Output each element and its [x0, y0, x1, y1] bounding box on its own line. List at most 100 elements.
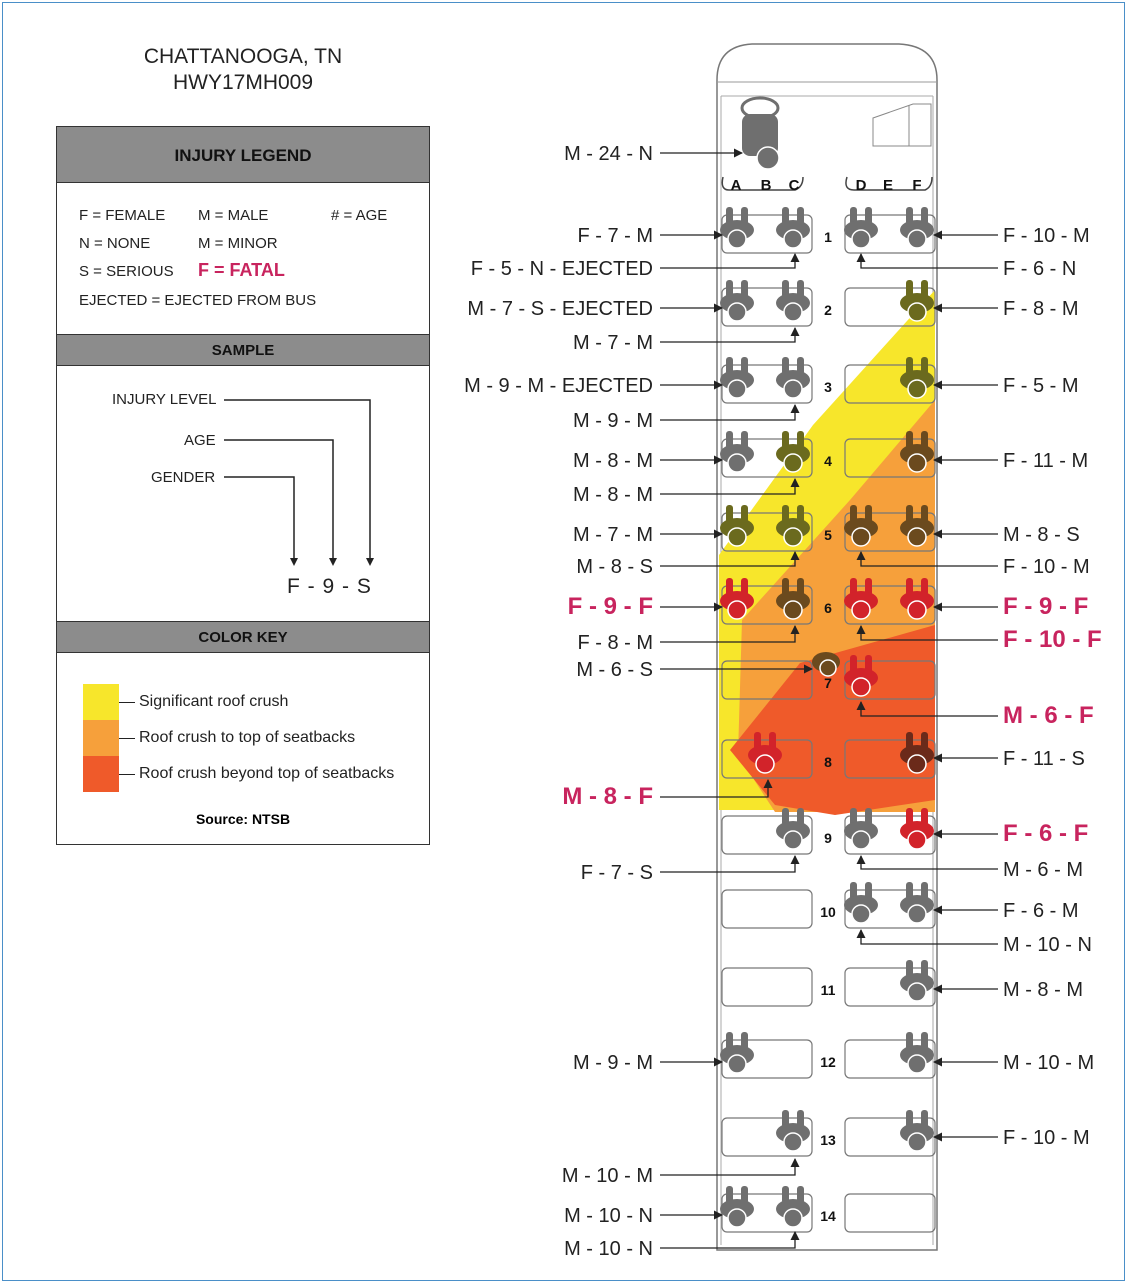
left-occupant-label: M - 7 - M [573, 332, 653, 354]
occupant [900, 207, 934, 249]
occupant-head [907, 1132, 927, 1152]
key-line-3 [119, 774, 135, 775]
occupant-leg [921, 505, 928, 523]
occupant-leg [782, 1186, 789, 1204]
sample-arrows [224, 399, 374, 566]
occupant-head [907, 302, 927, 322]
occupant-lying [812, 652, 840, 677]
occupant-head [727, 527, 747, 547]
left-occupant-label: M - 6 - S [576, 659, 653, 681]
occupant-leg [741, 578, 748, 596]
occupant-leg [726, 1032, 733, 1050]
row-number: 12 [820, 1054, 836, 1070]
row-number: 13 [820, 1132, 836, 1148]
occupant-leg [921, 280, 928, 298]
right-occupant-label: M - 10 - M [1003, 1052, 1094, 1074]
occupant-leg [797, 578, 804, 596]
occupant-leg [865, 882, 872, 900]
left-occupant-label: M - 8 - F [562, 783, 653, 810]
right-occupant-label: M - 6 - M [1003, 859, 1083, 881]
right-occupant-label: M - 6 - F [1003, 702, 1094, 729]
row-number: 3 [824, 379, 832, 395]
occupant-head [755, 754, 775, 774]
occupant-leg [726, 431, 733, 449]
occupant-head [907, 830, 927, 850]
right-occupant-label: F - 11 - M [1003, 450, 1088, 472]
occupant-leg [906, 882, 913, 900]
occupant-head [727, 1208, 747, 1228]
occupant [776, 280, 810, 322]
occupant [900, 578, 934, 620]
occupant-head [783, 527, 803, 547]
seat-bench-left-row-11 [721, 967, 813, 1007]
occupant-leg [782, 431, 789, 449]
leader-line [660, 551, 800, 567]
sample-value: F - 9 - S [287, 575, 372, 598]
left-occupant-label: M - 8 - M [573, 450, 653, 472]
occupant-leg [865, 655, 872, 673]
occupant-leg [797, 808, 804, 826]
row-number: 11 [821, 982, 836, 998]
occupant [720, 578, 754, 620]
occupant-leg [906, 280, 913, 298]
occupant [900, 280, 934, 322]
occupant-head [819, 659, 837, 677]
driver-label: M - 24 - N [564, 143, 653, 165]
occupant-leg [797, 207, 804, 225]
occupant-leg [782, 207, 789, 225]
occupant-leg [865, 578, 872, 596]
injury-legend-header: INJURY LEGEND [56, 126, 430, 183]
occupant-head [907, 229, 927, 249]
occupant [720, 431, 754, 473]
left-occupant-label: M - 10 - M [562, 1165, 653, 1187]
key-line-2 [119, 738, 135, 739]
legend-male: M = MALE [198, 207, 269, 224]
left-occupant-label: F - 5 - N - EJECTED [471, 258, 653, 280]
left-occupant-label: M - 9 - M [573, 410, 653, 432]
occupant-leg [906, 732, 913, 750]
front-rail-left [721, 176, 804, 191]
occupant [776, 207, 810, 249]
left-occupant-label: M - 9 - M - EJECTED [464, 375, 653, 397]
occupant-leg [865, 505, 872, 523]
row-number: 14 [820, 1208, 836, 1224]
occupant [900, 1032, 934, 1074]
right-occupant-label: F - 6 - F [1003, 820, 1088, 847]
occupant [720, 207, 754, 249]
occupant-head [783, 600, 803, 620]
leader-line [660, 327, 800, 343]
right-occupant-label: F - 6 - N [1003, 258, 1076, 280]
right-occupant-label: M - 8 - S [1003, 524, 1080, 546]
occupant-leg [906, 207, 913, 225]
column-letter: C [789, 177, 800, 194]
row-number: 1 [824, 229, 832, 245]
sample-age-label: AGE [184, 432, 216, 449]
occupant-leg [754, 732, 761, 750]
occupant-leg [906, 960, 913, 978]
driver-occupant [740, 96, 780, 170]
legend-female: F = FEMALE [79, 207, 166, 224]
occupant-leg [906, 1032, 913, 1050]
right-occupant-label: F - 5 - M [1003, 375, 1079, 397]
occupant-leg [797, 431, 804, 449]
seat-bench-left-row-10 [721, 889, 813, 929]
row-number: 10 [820, 904, 836, 920]
right-occupant-label: M - 8 - M [1003, 979, 1083, 1001]
right-occupant-label: F - 8 - M [1003, 298, 1079, 320]
occupant-leg [921, 578, 928, 596]
occupant [900, 808, 934, 850]
driver-head [756, 146, 780, 170]
occupant-leg [741, 280, 748, 298]
occupant-head [907, 453, 927, 473]
occupant-leg [850, 655, 857, 673]
occupant [844, 207, 878, 249]
leader-line [660, 478, 800, 495]
occupant-leg [921, 207, 928, 225]
occupant-leg [797, 1186, 804, 1204]
legend-ejected: EJECTED = EJECTED FROM BUS [79, 292, 317, 309]
occupant [844, 808, 878, 850]
stairwell [872, 103, 932, 147]
occupant [720, 1186, 754, 1228]
occupant-leg [741, 207, 748, 225]
